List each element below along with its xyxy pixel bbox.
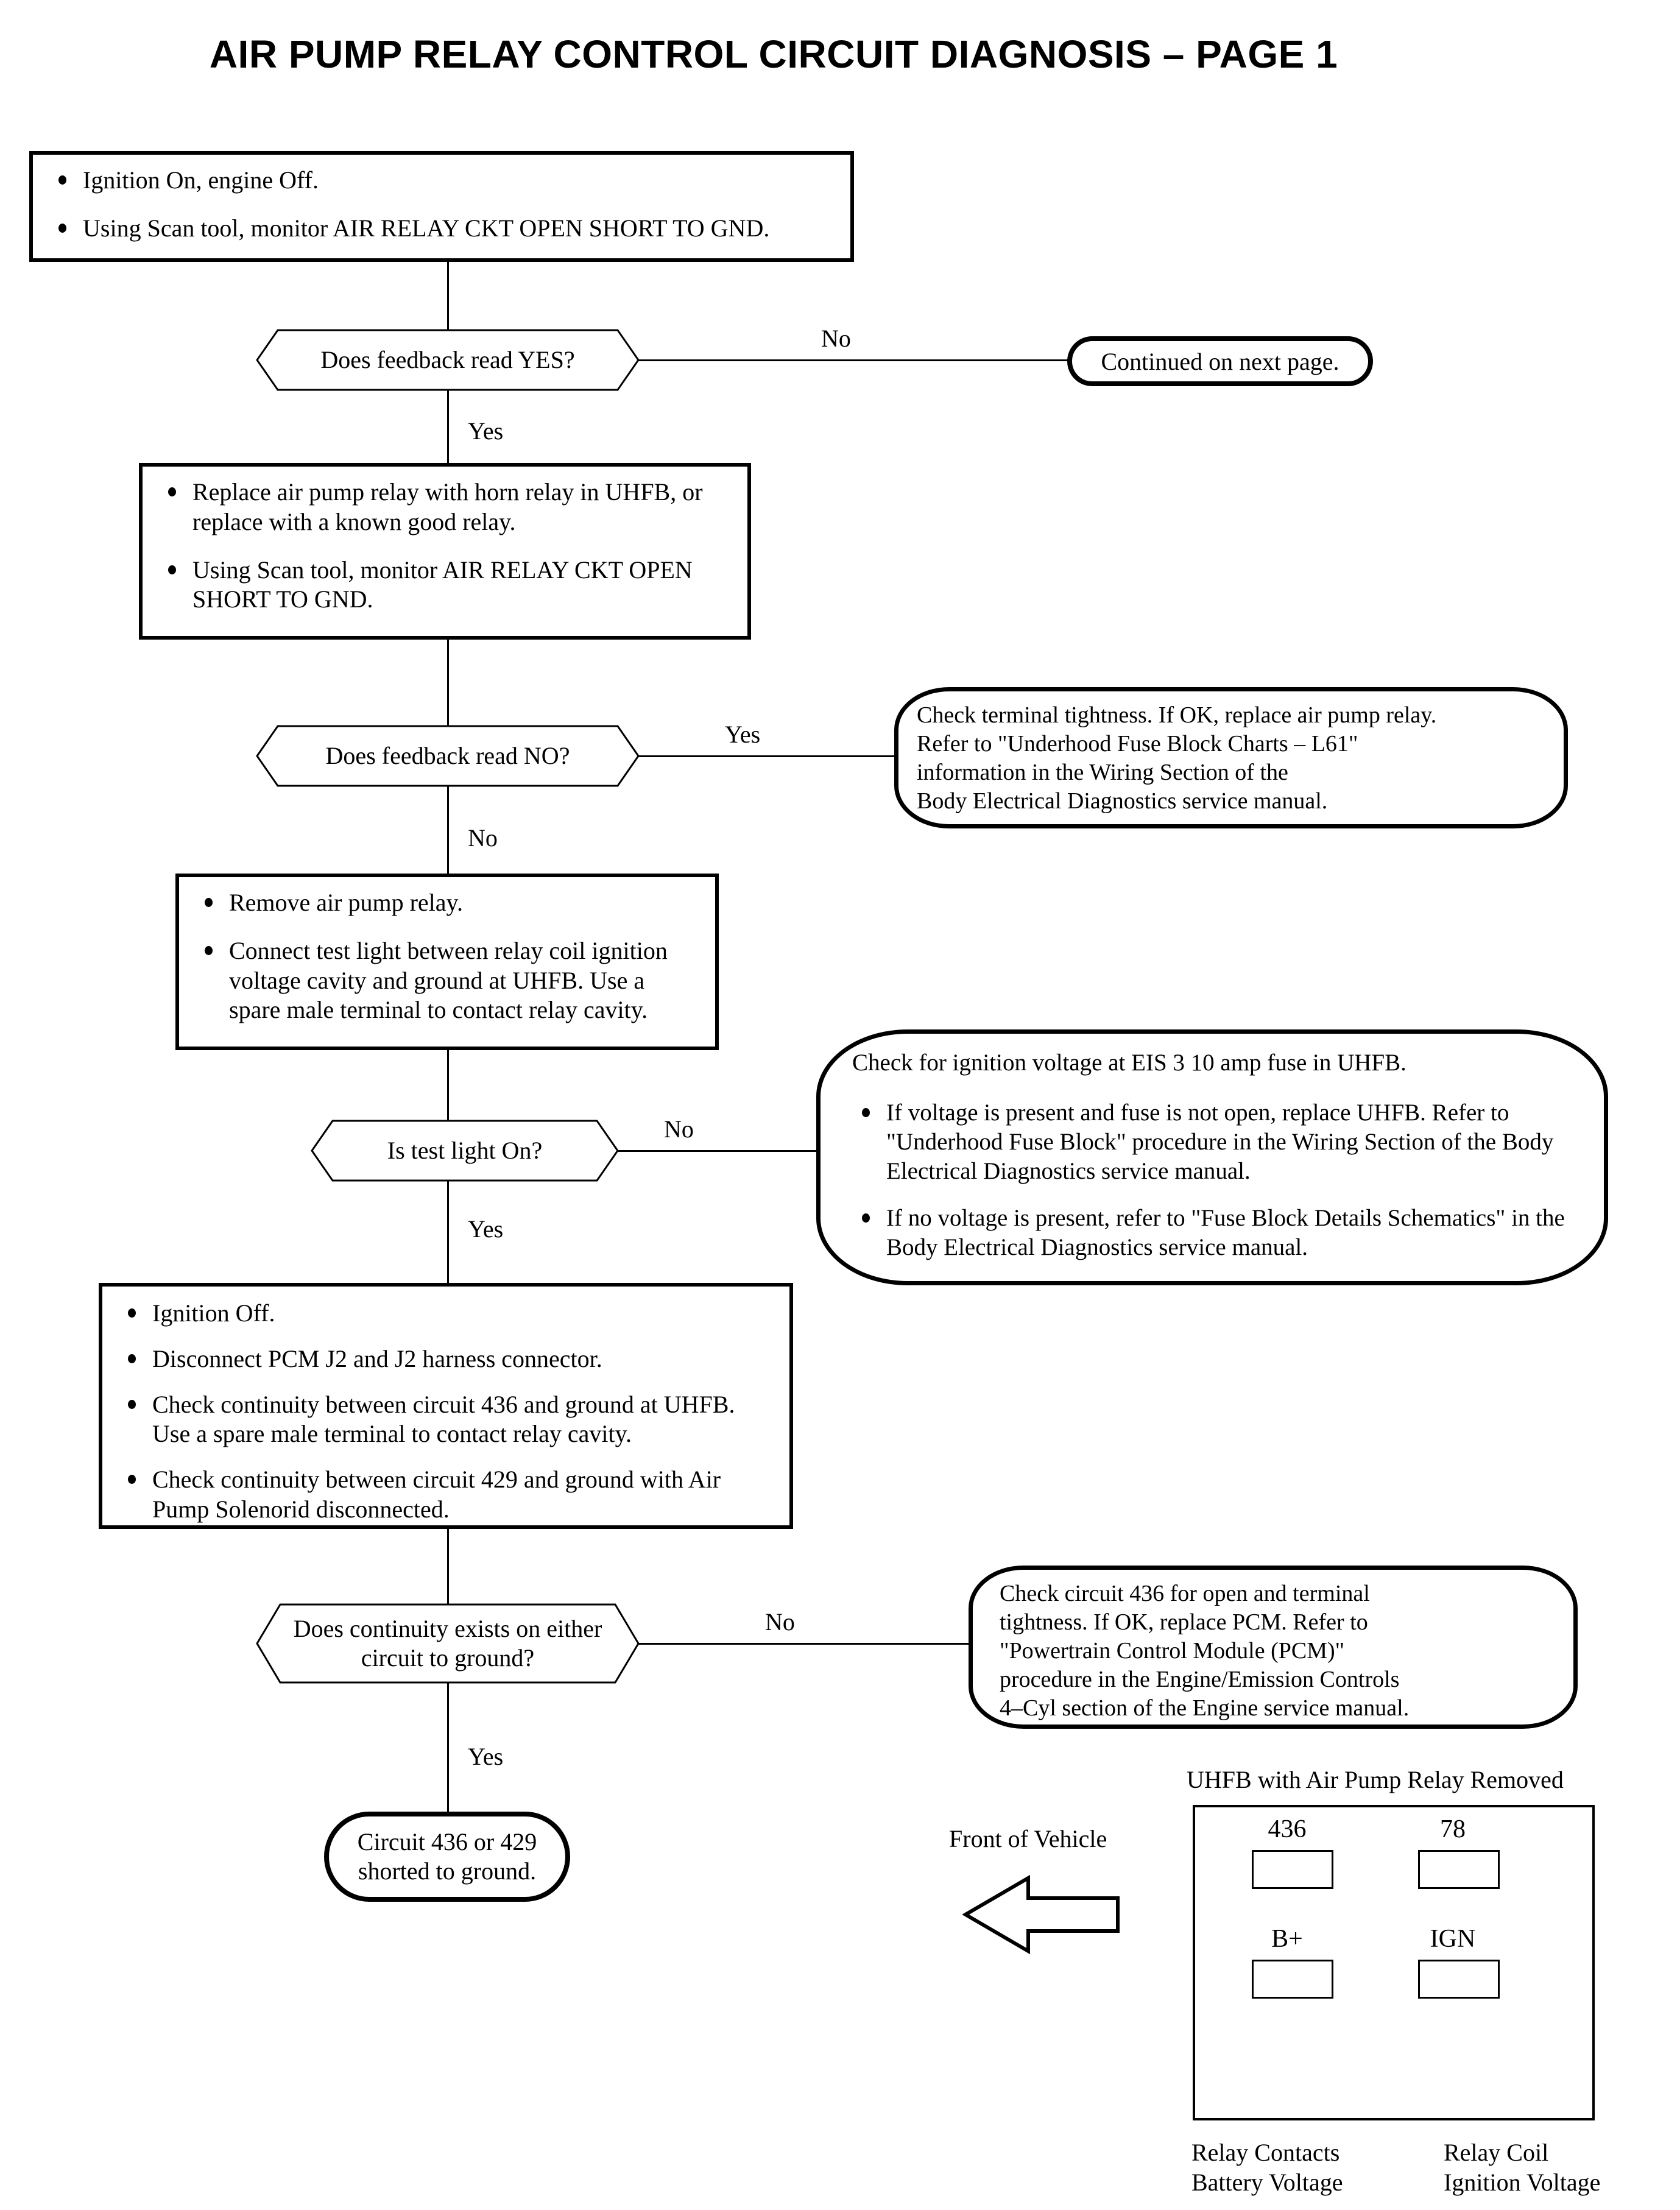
action-line: procedure in the Engine/Emission Control… — [1000, 1667, 1400, 1693]
connector-step2-decision2 — [447, 640, 449, 737]
page-title: AIR PUMP RELAY CONTROL CIRCUIT DIAGNOSIS… — [209, 32, 1338, 76]
terminal-result-shorted-to-ground: Circuit 436 or 429 shorted to ground. — [324, 1812, 570, 1902]
list-item: If no voltage is present, refer to "Fuse… — [852, 1204, 1572, 1262]
list-item: Ignition On, engine Off. — [49, 166, 835, 196]
action-line: Check circuit 436 for open and terminal — [1000, 1581, 1370, 1606]
decision-does-feedback-read-yes: Does feedback read YES? — [256, 329, 640, 391]
connector-decision2-no — [447, 786, 449, 874]
uhfb-footer-relay-coil: Relay Coil Ignition Voltage — [1444, 2138, 1600, 2198]
list-item: Remove air pump relay. — [195, 888, 699, 918]
cavity-slot-436 — [1252, 1850, 1333, 1889]
action-box-check-terminal-tightness: Check terminal tightness. If OK, replace… — [894, 687, 1568, 828]
cavity-label-436: 436 — [1268, 1815, 1307, 1843]
process-box-step3: Remove air pump relay. Connect test ligh… — [175, 874, 719, 1050]
list-item: Using Scan tool, monitor AIR RELAY CKT O… — [158, 556, 732, 615]
terminal-label: Continued on next page. — [1101, 347, 1339, 375]
uhfb-panel-title: UHFB with Air Pump Relay Removed — [1187, 1766, 1564, 1793]
edge-label-yes: Yes — [468, 1743, 504, 1770]
connector-step3-decision3 — [447, 1050, 449, 1131]
action-line: Refer to "Underhood Fuse Block Charts – … — [917, 731, 1358, 757]
process-box-step4: Ignition Off. Disconnect PCM J2 and J2 h… — [99, 1283, 793, 1529]
front-of-vehicle-label: Front of Vehicle — [949, 1825, 1107, 1852]
list-item: Disconnect PCM J2 and J2 harness connect… — [118, 1344, 774, 1374]
list-item: Ignition Off. — [118, 1299, 774, 1329]
front-of-vehicle-arrow-icon — [962, 1875, 1120, 1954]
list-item: Check continuity between circuit 429 and… — [118, 1465, 774, 1525]
action-line: information in the Wiring Section of the — [917, 760, 1288, 786]
list-item: Replace air pump relay with horn relay i… — [158, 478, 732, 537]
cavity-slot-78 — [1418, 1850, 1500, 1889]
connector-decision2-yes — [638, 755, 897, 757]
connector-decision4-no — [638, 1643, 971, 1645]
list-item: Connect test light between relay coil ig… — [195, 936, 699, 1025]
action-box-check-ignition-voltage: Check for ignition voltage at EIS 3 10 a… — [816, 1029, 1608, 1285]
footer-line: Battery Voltage — [1191, 2168, 1343, 2196]
cavity-label-ign: IGN — [1430, 1925, 1476, 1953]
action-heading: Check for ignition voltage at EIS 3 10 a… — [852, 1050, 1406, 1076]
hexagon-shape — [256, 1603, 640, 1684]
process-box-step2: Replace air pump relay with horn relay i… — [139, 463, 751, 640]
connector-step1-decision1 — [447, 262, 449, 359]
connector-decision4-yes — [447, 1682, 449, 1815]
action-line: Check terminal tightness. If OK, replace… — [917, 702, 1437, 728]
footer-line: Relay Contacts — [1191, 2139, 1340, 2166]
terminal-label: Circuit 436 or 429 shorted to ground. — [357, 1828, 537, 1885]
cavity-label-78: 78 — [1440, 1815, 1466, 1843]
edge-label-no: No — [468, 824, 498, 852]
terminal-continued-next-page: Continued on next page. — [1067, 336, 1373, 386]
hexagon-shape — [256, 725, 640, 787]
decision-is-test-light-on: Is test light On? — [311, 1120, 619, 1182]
edge-label-no: No — [765, 1608, 795, 1636]
connector-decision1-yes — [447, 390, 449, 464]
hexagon-shape — [311, 1120, 619, 1182]
process-box-step1: Ignition On, engine Off. Using Scan tool… — [29, 151, 854, 262]
action-line: Body Electrical Diagnostics service manu… — [917, 788, 1328, 814]
cavity-slot-bplus — [1252, 1960, 1333, 1999]
decision-label: Does feedback read YES? — [320, 346, 575, 373]
edge-label-yes: Yes — [468, 1215, 504, 1243]
action-line: tightness. If OK, replace PCM. Refer to — [1000, 1609, 1368, 1636]
connector-decision1-no — [638, 359, 1068, 361]
connector-decision3-yes — [447, 1181, 449, 1283]
list-item: Using Scan tool, monitor AIR RELAY CKT O… — [49, 214, 835, 244]
bullet-list: Ignition On, engine Off. Using Scan tool… — [49, 166, 835, 244]
action-line: 4–Cyl section of the Engine service manu… — [1000, 1695, 1410, 1721]
decision-label: Does feedback read NO? — [325, 742, 570, 769]
footer-line: Relay Coil — [1444, 2139, 1549, 2166]
bullet-list: Ignition Off. Disconnect PCM J2 and J2 h… — [118, 1299, 774, 1525]
uhfb-footer-relay-contacts: Relay Contacts Battery Voltage — [1191, 2138, 1343, 2198]
connector-step4-decision4 — [447, 1529, 449, 1614]
bullet-list: Replace air pump relay with horn relay i… — [158, 478, 732, 615]
decision-label: Is test light On? — [387, 1137, 543, 1164]
edge-label-yes: Yes — [725, 721, 761, 748]
cavity-slot-ign — [1418, 1960, 1500, 1999]
bullet-list: Remove air pump relay. Connect test ligh… — [195, 888, 699, 1025]
edge-label-no: No — [821, 325, 851, 352]
bullet-list: If voltage is present and fuse is not op… — [852, 1098, 1572, 1262]
footer-line: Ignition Voltage — [1444, 2168, 1601, 2196]
cavity-label-bplus: B+ — [1271, 1925, 1303, 1953]
list-item: Check continuity between circuit 436 and… — [118, 1390, 774, 1450]
decision-does-continuity-exist: Does continuity exists on either circuit… — [256, 1603, 640, 1684]
action-line: "Powertrain Control Module (PCM)" — [1000, 1638, 1345, 1664]
edge-label-no: No — [664, 1115, 694, 1143]
list-item: If voltage is present and fuse is not op… — [852, 1098, 1572, 1185]
hexagon-shape — [256, 329, 640, 391]
decision-label: Does continuity exists on either circuit… — [293, 1615, 602, 1672]
action-box-check-circuit-436: Check circuit 436 for open and terminal … — [969, 1566, 1578, 1729]
edge-label-yes: Yes — [468, 417, 504, 445]
decision-does-feedback-read-no: Does feedback read NO? — [256, 725, 640, 787]
connector-decision3-no — [618, 1150, 819, 1152]
